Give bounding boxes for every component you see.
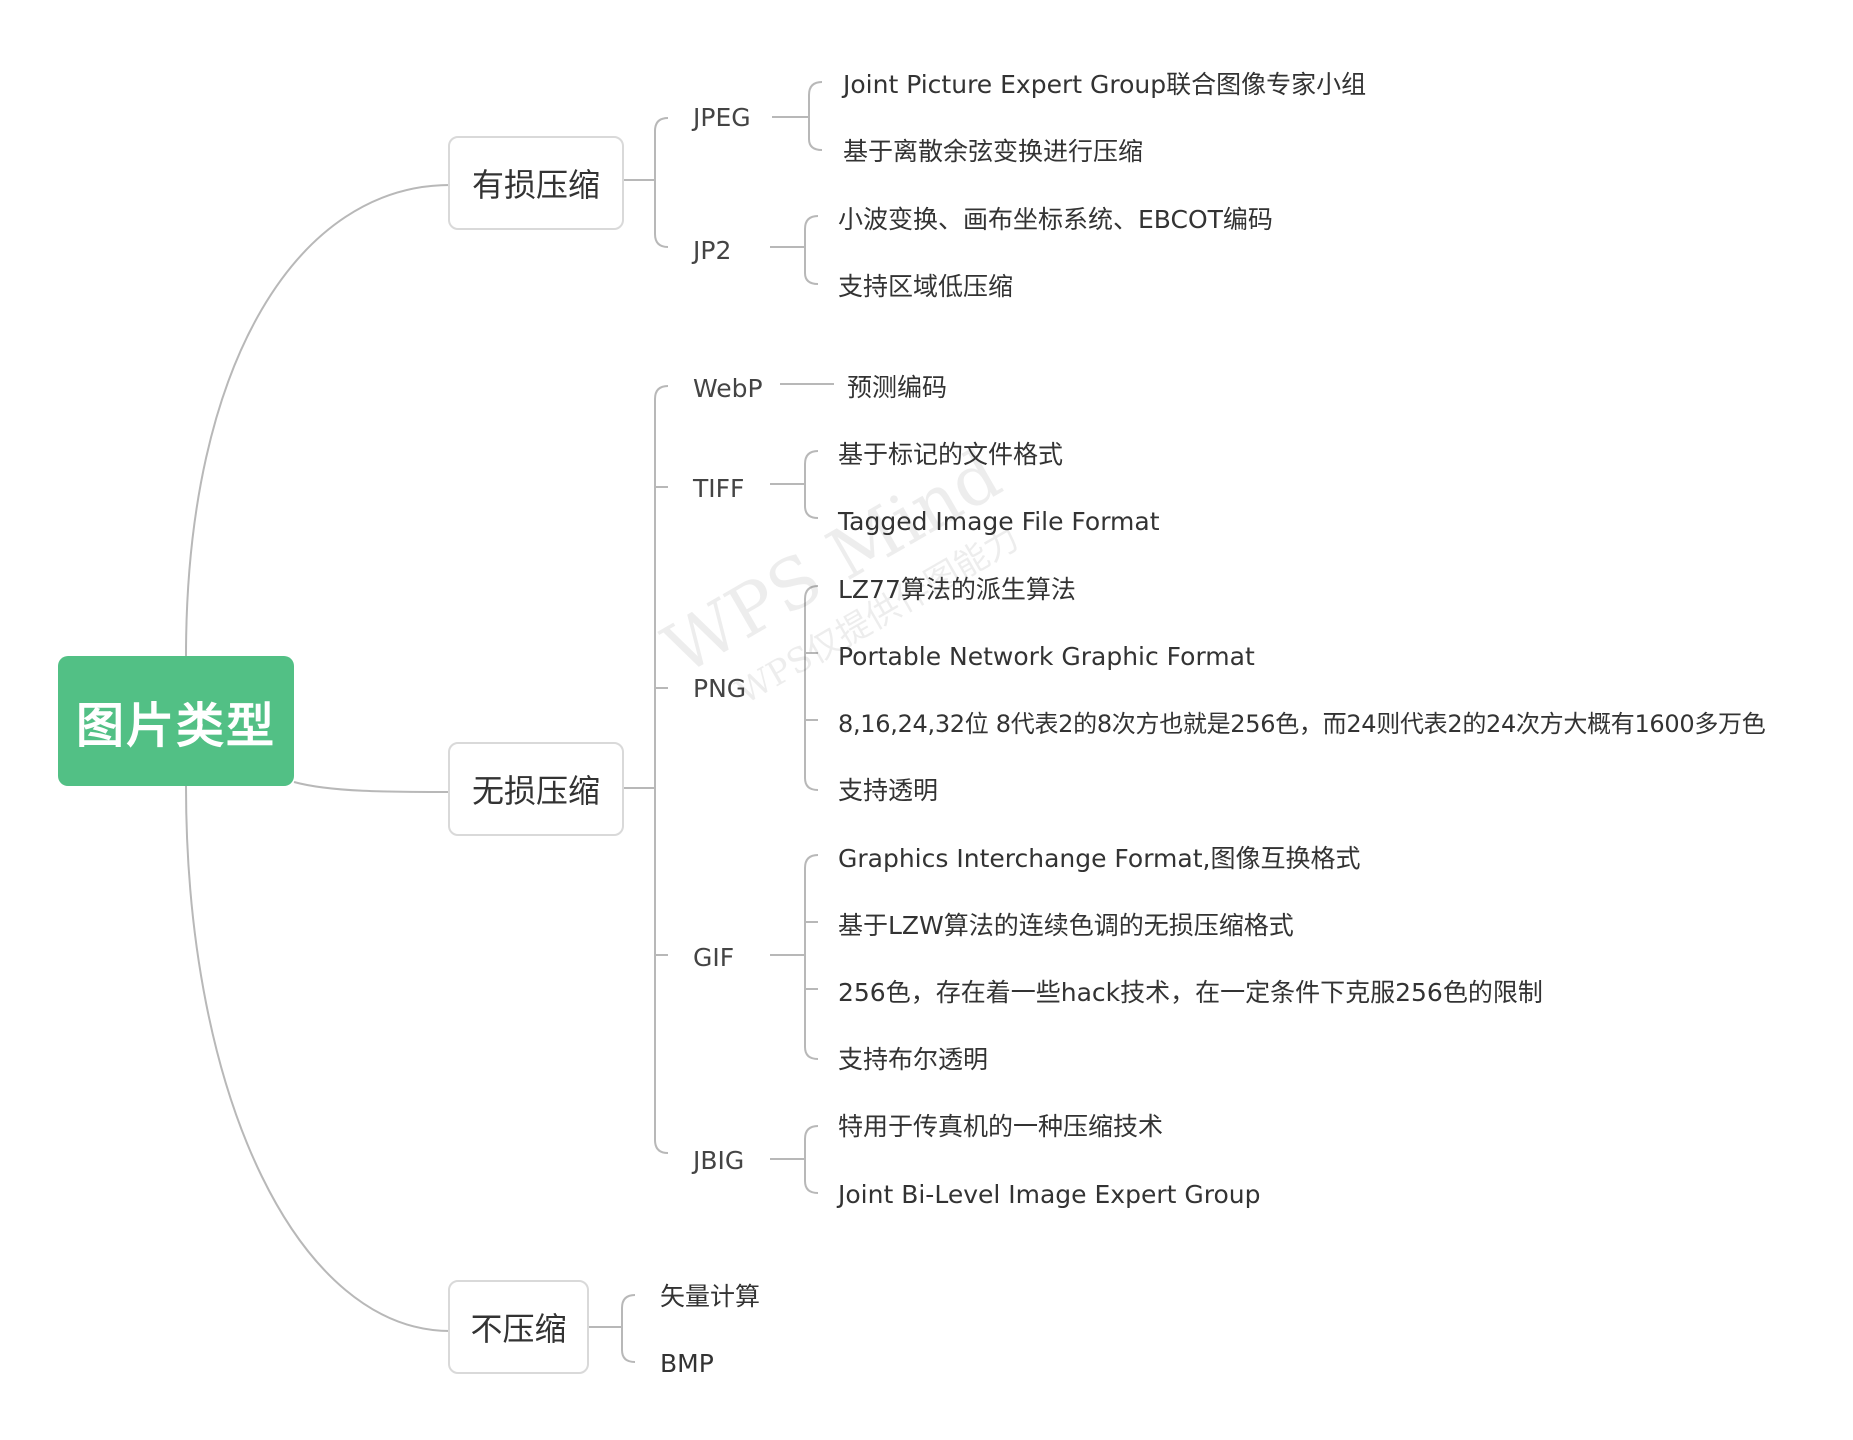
root-label: 图片类型: [75, 698, 276, 754]
format-webp[interactable]: WebP: [693, 374, 763, 403]
leaf-uncompressed-2[interactable]: BMP: [660, 1349, 714, 1378]
leaf-tiff-2[interactable]: Tagged Image File Format: [838, 507, 1160, 536]
leaf-jbig-1[interactable]: 特用于传真机的一种压缩技术: [838, 1112, 1164, 1141]
leaf-jpeg-1[interactable]: Joint Picture Expert Group联合图像专家小组: [843, 70, 1367, 99]
root-node[interactable]: 图片类型: [58, 656, 294, 786]
leaf-png-3[interactable]: 8,16,24,32位 8代表2的8次方也就是256色，而24则代表2的24次方…: [838, 710, 1766, 738]
leaf-webp-1[interactable]: 预测编码: [847, 373, 948, 402]
category-lossy-label: 有损压缩: [471, 166, 600, 204]
leaf-png-1[interactable]: LZ77算法的派生算法: [838, 575, 1076, 604]
format-jpeg[interactable]: JPEG: [693, 103, 751, 132]
leaf-jp2-2[interactable]: 支持区域低压缩: [838, 272, 1014, 301]
leaf-gif-4[interactable]: 支持布尔透明: [838, 1045, 989, 1074]
leaf-gif-3[interactable]: 256色，存在着一些hack技术，在一定条件下克服256色的限制: [838, 978, 1543, 1007]
format-jp2[interactable]: JP2: [693, 236, 732, 265]
format-jbig[interactable]: JBIG: [693, 1146, 745, 1175]
leaf-png-2[interactable]: Portable Network Graphic Format: [838, 642, 1255, 671]
leaf-gif-1[interactable]: Graphics Interchange Format,图像互换格式: [838, 844, 1361, 873]
leaf-uncompressed-1[interactable]: 矢量计算: [660, 1282, 761, 1311]
category-lossless[interactable]: 无损压缩: [448, 742, 624, 836]
leaf-tiff-1[interactable]: 基于标记的文件格式: [838, 440, 1064, 469]
leaf-jp2-1[interactable]: 小波变换、画布坐标系统、EBCOT编码: [838, 205, 1273, 234]
format-tiff[interactable]: TIFF: [693, 474, 745, 503]
category-lossless-label: 无损压缩: [471, 772, 600, 810]
leaf-gif-2[interactable]: 基于LZW算法的连续色调的无损压缩格式: [838, 911, 1294, 940]
category-uncompressed-label: 不压缩: [470, 1310, 567, 1348]
format-png[interactable]: PNG: [693, 674, 747, 703]
leaf-png-4[interactable]: 支持透明: [838, 776, 939, 805]
leaf-jbig-2[interactable]: Joint Bi-Level Image Expert Group: [838, 1180, 1261, 1209]
format-gif[interactable]: GIF: [693, 943, 735, 972]
category-uncompressed[interactable]: 不压缩: [448, 1280, 589, 1374]
leaf-jpeg-2[interactable]: 基于离散余弦变换进行压缩: [843, 137, 1144, 166]
category-lossy[interactable]: 有损压缩: [448, 136, 624, 230]
